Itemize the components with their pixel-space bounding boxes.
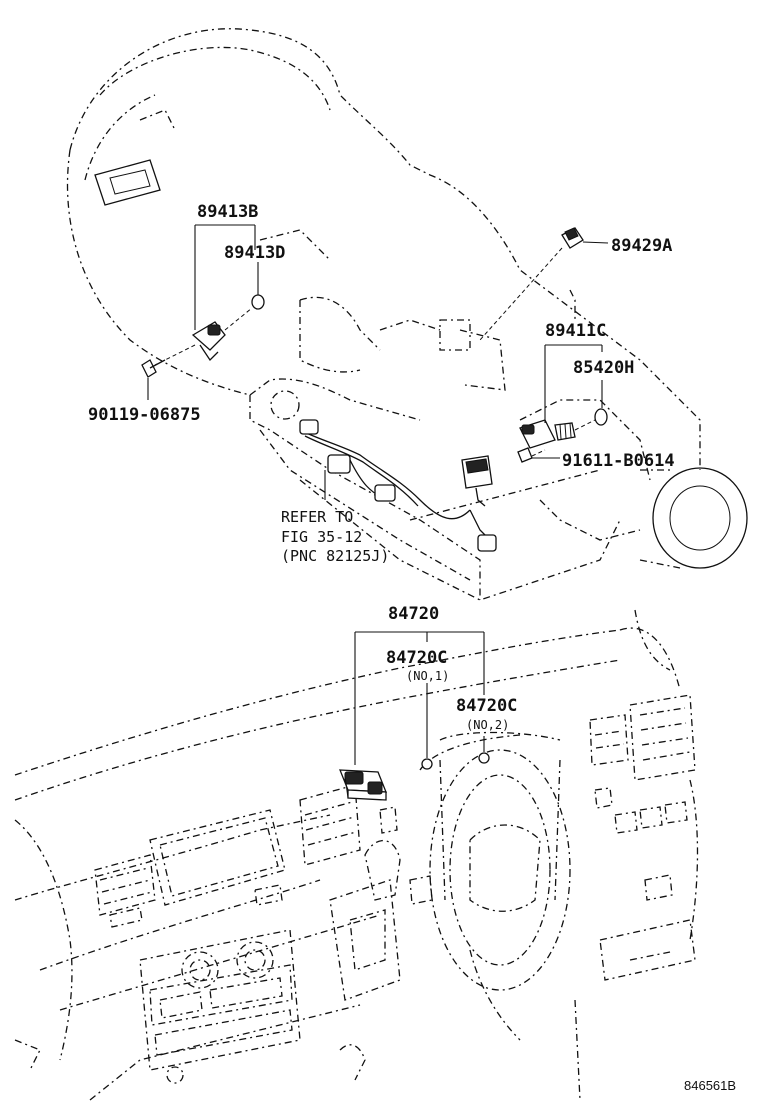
switch-84720 (339, 631, 490, 801)
refer-line-2: FIG 35-12 (281, 528, 362, 546)
leader-89413B (147, 224, 259, 400)
drawing-code: 846561B (684, 1078, 736, 1093)
label-89413D: 89413D (224, 243, 285, 263)
label-91611-B0614: 91611-B0614 (562, 451, 675, 471)
transmission-housing (66, 28, 748, 601)
label-90119-06875: 90119-06875 (88, 405, 201, 425)
speed-sensor-89413B (141, 294, 265, 378)
wiring-harness (299, 419, 497, 552)
speed-sensor-89411C (517, 344, 608, 463)
refer-line-3: (PNC 82125J) (281, 547, 389, 565)
label-84720C-no2: 84720C (456, 696, 517, 716)
label-84720C-no1: 84720C (386, 648, 447, 668)
label-89411C: 89411C (545, 321, 606, 341)
switch-89429A (479, 227, 609, 341)
dashboard (14, 609, 699, 1101)
note-no1: (NO,1) (406, 669, 449, 683)
note-no2: (NO,2) (466, 718, 509, 732)
label-89429A: 89429A (611, 236, 672, 256)
label-89413B: 89413B (197, 202, 258, 222)
refer-line-1: REFER TO (281, 508, 353, 526)
label-84720: 84720 (388, 604, 439, 624)
label-85420H: 85420H (573, 358, 634, 378)
